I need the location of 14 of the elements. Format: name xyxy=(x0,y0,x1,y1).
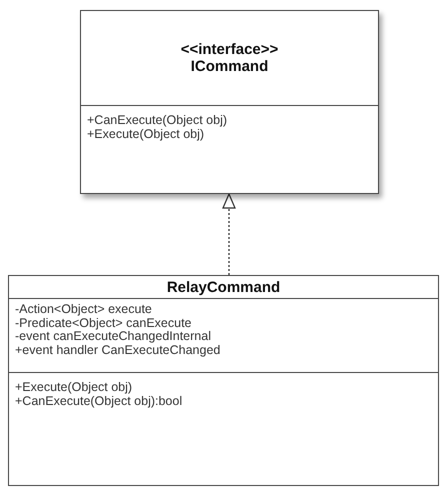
method-text: +Execute(Object obj) xyxy=(87,128,206,141)
attribute-text: -Predicate<Object> canExecute xyxy=(15,316,192,330)
stereotype-label: <<interface>> xyxy=(180,41,278,58)
method-text: +CanExecute(Object obj):bool xyxy=(15,394,184,408)
method-text: +Execute(Object obj) xyxy=(15,381,134,394)
class-name: RelayCommand xyxy=(166,278,280,296)
class-name: ICommand xyxy=(190,58,268,75)
attribute-text: +event handler CanExecuteChanged xyxy=(15,344,222,357)
attribute-text: -event canExecuteChangedInternal xyxy=(15,330,212,344)
class-box xyxy=(8,275,439,486)
realization-arrow xyxy=(222,193,236,275)
class-box xyxy=(80,10,379,194)
attribute-text: -Action<Object> execute xyxy=(15,303,153,316)
method-text: +CanExecute(Object obj) xyxy=(87,114,228,128)
